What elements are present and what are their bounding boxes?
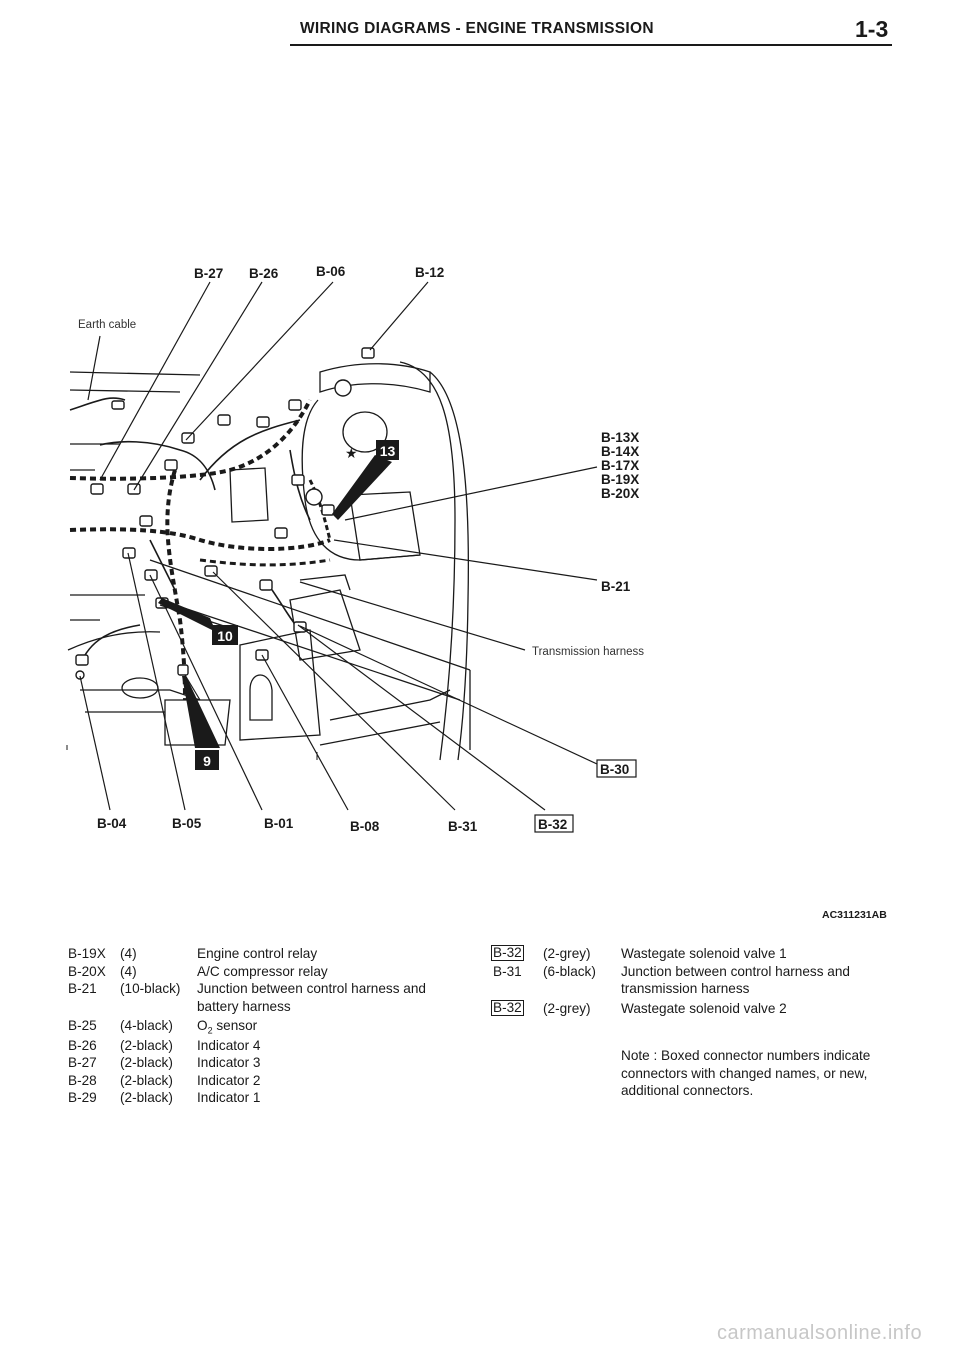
marker-13-text: 13 <box>380 443 396 459</box>
o2-subscript: 2 <box>207 1025 213 1036</box>
legend-spec: (6-black) <box>543 963 596 979</box>
legend-spec: (2-grey) <box>543 946 591 961</box>
legend-desc: Wastegate solenoid valve 2 <box>621 1000 787 1016</box>
legend-spec: (10-black) <box>120 981 181 996</box>
figure-id: AC311231AB <box>822 909 887 921</box>
label-b12: B-12 <box>415 265 444 280</box>
legend-spec: (2-black) <box>120 1037 173 1053</box>
legend-row: B-31 (6-black) Junction between control … <box>493 963 893 998</box>
legend-desc: Wastegate solenoid valve 1 <box>621 946 787 961</box>
box-b30 <box>596 759 637 778</box>
legend-spec: (4-black) <box>120 1018 173 1033</box>
marker-9-text: 9 <box>203 753 211 769</box>
edge-ticks <box>66 745 318 760</box>
header-rule <box>290 44 892 46</box>
legend-desc: O2 sensor <box>197 1017 257 1040</box>
legend-code: B-31 <box>493 963 522 979</box>
legend-row: B-27 (2-black) Indicator 3 <box>68 1054 468 1072</box>
legend-desc: Engine control relay <box>197 946 318 961</box>
engine-bay-wiring-diagram: 13 10 9 ★ Earth cable Transmission harne… <box>66 264 644 834</box>
legend-code: B-26 <box>68 1037 97 1053</box>
legend-code: B-28 <box>68 1072 97 1088</box>
o2-prefix: O <box>197 1018 208 1033</box>
leader-lines <box>79 281 598 811</box>
label-b30: B-30 <box>600 762 629 777</box>
legend-desc: A/C compressor relay <box>197 963 328 979</box>
watermark: carmanualsonline.info <box>717 1322 923 1344</box>
label-b20x: B-20X <box>601 486 639 501</box>
marker-box-10 <box>212 625 238 645</box>
legend-row: B-26 (2-black) Indicator 4 <box>68 1037 468 1055</box>
marker-wedges <box>158 455 392 748</box>
wiring-harness <box>69 397 332 701</box>
box-b32 <box>534 814 574 833</box>
label-b17x: B-17X <box>601 458 639 473</box>
legend-desc: Junction between control harness and bat… <box>197 981 426 1014</box>
boxed-connector-note: Note : Boxed connector numbers indicate … <box>621 1048 871 1098</box>
legend-code: B-25 <box>68 1018 97 1033</box>
label-b27: B-27 <box>194 266 223 281</box>
star-icon: ★ <box>345 445 358 461</box>
legend-row: B-32 (2-grey) Wastegate solenoid valve 1 <box>491 945 893 963</box>
label-b19x: B-19X <box>601 472 639 487</box>
label-b01: B-01 <box>264 816 294 831</box>
legend-code: B-20X <box>68 963 106 979</box>
legend-spec: (2-black) <box>120 1072 173 1088</box>
legend-row: B-29 (2-black) Indicator 1 <box>68 1089 468 1107</box>
engine-bay-outline <box>67 361 471 761</box>
label-b08: B-08 <box>350 819 380 834</box>
label-b32: B-32 <box>538 817 567 832</box>
label-b05: B-05 <box>172 816 202 831</box>
legend-code: B-19X <box>68 946 106 961</box>
legend-row: B-19X (4) Engine control relay <box>68 945 468 963</box>
label-b26: B-26 <box>249 266 279 281</box>
legend-spec: (4) <box>120 946 137 961</box>
legend-spec: (4) <box>120 963 137 979</box>
page-header-title: WIRING DIAGRAMS - ENGINE TRANSMISSION <box>300 20 654 37</box>
legend-desc: Indicator 3 <box>197 1055 261 1070</box>
legend-row: B-28 (2-black) Indicator 2 <box>68 1072 468 1090</box>
label-b13x: B-13X <box>601 430 639 445</box>
legend-row: B-32 (2-grey) Wastegate solenoid valve 2 <box>491 999 893 1018</box>
boxed-code: B-32 <box>491 999 524 1016</box>
label-b21: B-21 <box>601 579 631 594</box>
legend-code: B-29 <box>68 1090 97 1105</box>
boxed-code: B-32 <box>491 945 524 961</box>
legend-desc: Indicator 4 <box>197 1037 261 1053</box>
o2-suffix: sensor <box>212 1018 258 1033</box>
legend-desc: Indicator 2 <box>197 1072 261 1088</box>
label-b31: B-31 <box>448 819 478 834</box>
marker-box-13 <box>376 440 399 460</box>
label-b04: B-04 <box>97 816 127 831</box>
marker-box-9 <box>195 750 219 770</box>
legend-code: B-21 <box>68 981 97 996</box>
earth-cable-label: Earth cable <box>78 319 136 331</box>
page-number: 1-3 <box>855 16 889 42</box>
legend-row: B-25 (4-black) O2 sensor <box>68 1017 468 1036</box>
legend-row: B-20X (4) A/C compressor relay <box>68 963 468 981</box>
legend-left: B-19X (4) Engine control relay B-20X (4)… <box>68 945 468 1107</box>
label-b14x: B-14X <box>601 444 639 459</box>
legend-right: B-32 (2-grey) Wastegate solenoid valve 1… <box>491 945 893 1018</box>
legend-spec: (2-grey) <box>543 1000 591 1016</box>
legend-row: B-21 (10-black) Junction between control… <box>68 980 468 1015</box>
legend-desc: Junction between control harness and tra… <box>621 963 850 997</box>
legend-spec: (2-black) <box>120 1090 173 1105</box>
legend-desc: Indicator 1 <box>197 1090 261 1105</box>
label-b06: B-06 <box>316 264 346 279</box>
marker-10-text: 10 <box>217 628 233 644</box>
legend-code: B-27 <box>68 1055 97 1070</box>
legend-spec: (2-black) <box>120 1055 173 1070</box>
transmission-harness-label: Transmission harness <box>532 646 644 658</box>
